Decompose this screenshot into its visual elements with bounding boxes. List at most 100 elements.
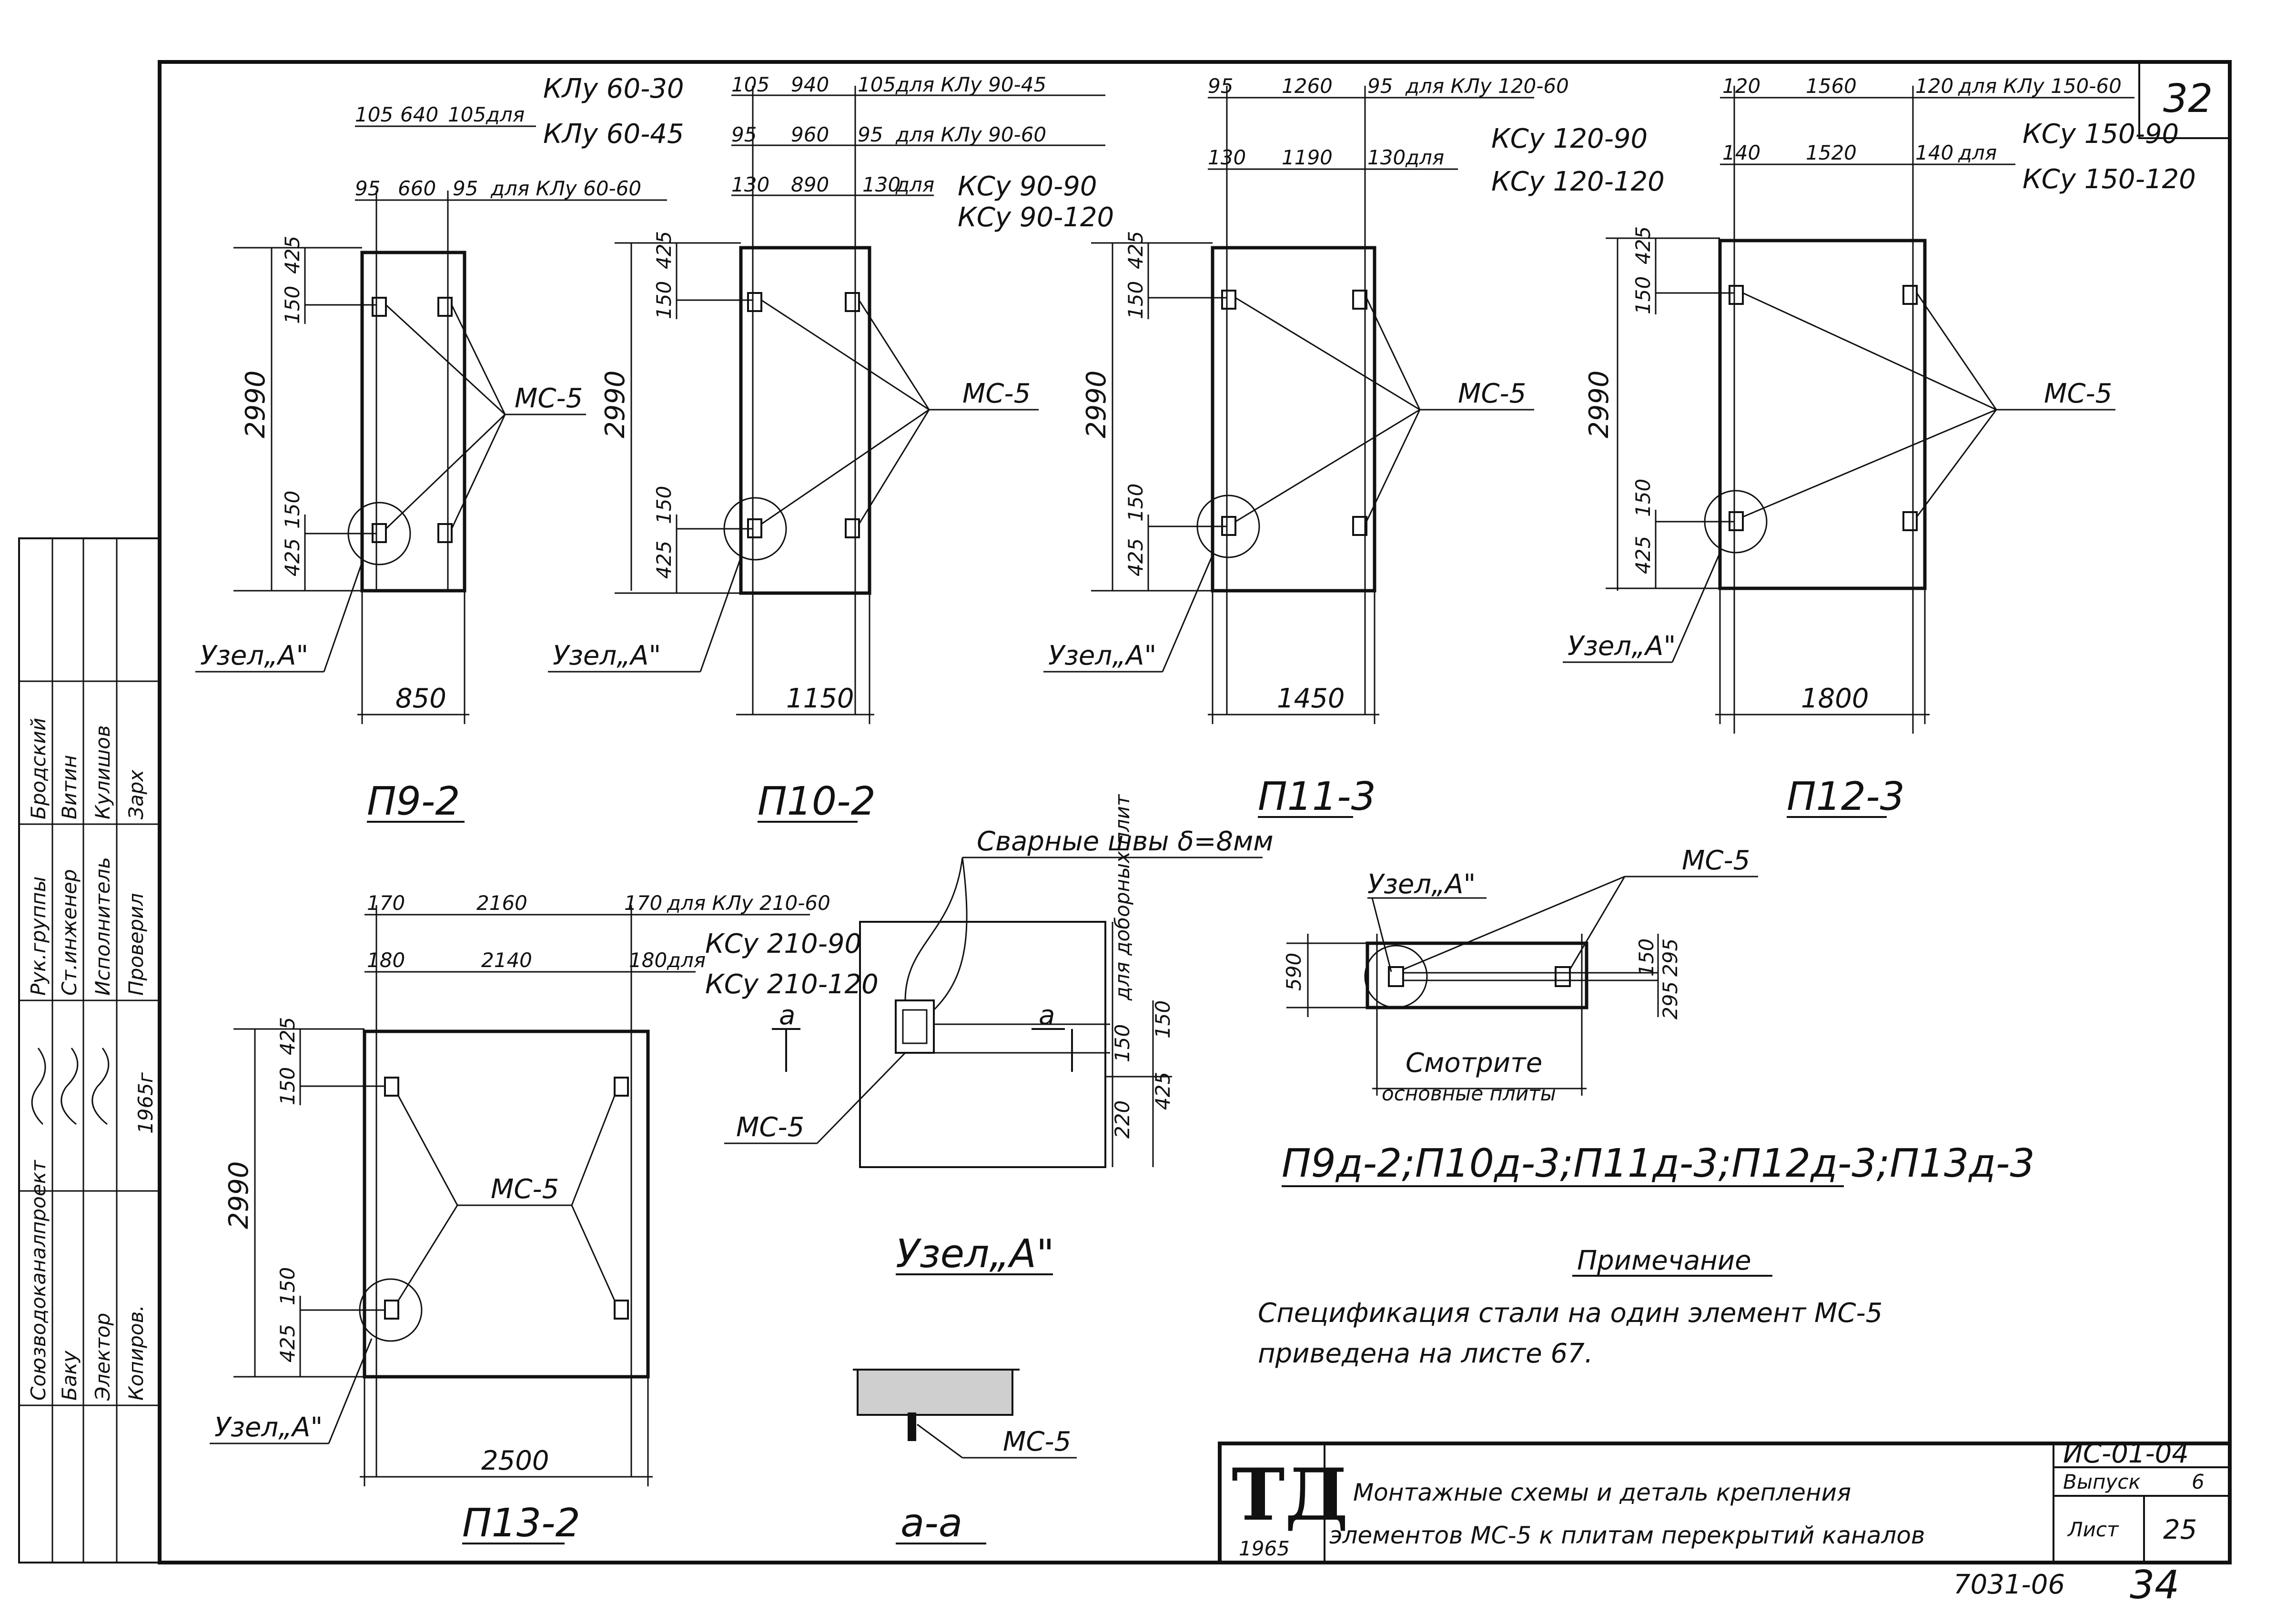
- plan-name: П12-3: [1787, 774, 1905, 819]
- signature-scribble: [31, 1048, 46, 1125]
- callout-mid: 1520: [1806, 141, 1857, 164]
- callout-suffix: для КЛу 120-60: [1405, 74, 1569, 98]
- dim-width: 1450: [1277, 683, 1345, 714]
- node-a-label: Узел„А": [1367, 869, 1476, 900]
- dim-bot-a: 150: [281, 491, 304, 529]
- leader-line: [385, 304, 506, 415]
- sheet-frame: [158, 60, 2232, 1564]
- leader-line: [1569, 876, 1626, 970]
- node-title: Узел„А": [896, 1231, 1054, 1277]
- dim-width: 1800: [1801, 683, 1869, 714]
- dim-bot-a: 150: [1124, 484, 1147, 522]
- callout-a: 130: [731, 173, 769, 196]
- callout-b: 180: [629, 948, 667, 972]
- ms5-label: МС-5: [515, 383, 583, 414]
- plan-name: П11-3: [1258, 774, 1376, 819]
- dim-top-a: 425: [1631, 226, 1655, 264]
- dim-bot-b: 425: [276, 1324, 299, 1362]
- callout-mid: 1190: [1282, 146, 1333, 169]
- leader-line: [1916, 293, 1997, 410]
- leader-line: [451, 414, 506, 529]
- ms5-part-inner: [902, 1009, 928, 1044]
- leader-line: [385, 414, 506, 530]
- plan-name: П9-2: [367, 779, 460, 824]
- note-block: Примечание Спецификация стали на один эл…: [1258, 1245, 1882, 1369]
- callout-a: 170: [367, 891, 405, 915]
- dim-top-a: 425: [276, 1017, 299, 1055]
- callout-type: КСу 150-90: [2023, 119, 2179, 150]
- callout-b: 120: [1915, 74, 1953, 98]
- embed-part-icon: [384, 1300, 399, 1320]
- side-stamp-frame: [18, 537, 161, 1563]
- dim-height: 2990: [600, 370, 631, 438]
- stamp-org: Копиров.: [124, 1305, 148, 1401]
- callout-mid: 2140: [481, 948, 532, 972]
- logo-td: ТД: [1232, 1453, 1348, 1537]
- stamp-role: Рук.группы: [27, 876, 50, 996]
- callout-mid: 890: [791, 173, 829, 196]
- stamp-role: Исполнитель: [91, 857, 114, 996]
- dim-top-b: 150: [652, 281, 676, 319]
- callout-a: 95: [731, 123, 757, 146]
- node-a-label: Узел„А": [200, 640, 308, 671]
- callout-mid: 2160: [476, 891, 527, 915]
- callout-suffix: для КЛу 60-60: [490, 177, 641, 200]
- embed-part-icon: [845, 518, 860, 538]
- ms5-label: МС-5: [962, 378, 1031, 409]
- node-a-label: Узел„А": [214, 1412, 323, 1443]
- see-main-label: Смотрите: [1406, 1048, 1542, 1079]
- callout-a: 120: [1722, 74, 1760, 98]
- sheet-number-bottom: 34: [2130, 1563, 2179, 1608]
- ms5-label: МС-5: [491, 1174, 559, 1205]
- callout-suffix: для: [895, 173, 934, 196]
- callout-b: 140: [1915, 141, 1953, 164]
- stamp-name: Бродский: [27, 718, 50, 819]
- for-extra-label: для доборных плит: [1111, 794, 1134, 1001]
- stamp-org: Электор: [91, 1313, 114, 1401]
- callout-b: 95: [858, 123, 883, 146]
- ms5-label: МС-5: [736, 1112, 804, 1143]
- plan-name: П10-2: [758, 779, 876, 824]
- callout-a: 95: [355, 177, 380, 200]
- plate-outline: [739, 246, 871, 595]
- ms5-label: МС-5: [1003, 1426, 1071, 1457]
- callout-mid: 960: [791, 123, 829, 146]
- section-hatch: [857, 1369, 1013, 1416]
- dim-top-b: 150: [1631, 276, 1655, 314]
- ms5-label: МС-5: [2044, 378, 2112, 409]
- extra-dim-295a: 295: [1659, 938, 1682, 977]
- dim-top-b: 150: [276, 1067, 299, 1105]
- callout-type: КСу 210-90: [705, 928, 861, 959]
- ms5-part-section: [908, 1412, 916, 1441]
- sheet-label: Лист: [2067, 1518, 2119, 1541]
- sheet-number-box: [2138, 61, 2231, 139]
- node-dim-425: 425: [1151, 1072, 1174, 1110]
- issue-value: 6: [2192, 1470, 2205, 1493]
- leader-line: [1235, 297, 1420, 411]
- callout-suffix: для: [486, 103, 525, 126]
- leader-line: [397, 1095, 458, 1206]
- node-circle: [1364, 945, 1428, 1009]
- doc-code: ИС-01-04: [2063, 1438, 2189, 1469]
- title-block: ТД 1965 Монтажные схемы и деталь креплен…: [1218, 1438, 2232, 1564]
- callout-b: 105: [858, 73, 896, 96]
- leader-line: [397, 1205, 458, 1301]
- section-mark-left: а: [779, 1000, 795, 1031]
- callout-b: 130: [862, 173, 900, 196]
- node-leader: [1671, 552, 1721, 663]
- callout-a: 105: [731, 73, 769, 96]
- callout-suffix: для: [1958, 141, 1997, 164]
- embed-part-icon: [845, 292, 860, 312]
- callout-type: КСу 120-90: [1491, 123, 1648, 154]
- callout-type: КСу 210-120: [705, 969, 879, 1000]
- code-bottom: 7031-06: [1953, 1569, 2065, 1600]
- stamp-org: Баку: [58, 1350, 81, 1401]
- embed-part-icon: [384, 1077, 399, 1097]
- node-leader: [328, 1338, 373, 1444]
- stamp-role: Ст.инженер: [58, 869, 81, 996]
- sheet-value: 25: [2163, 1514, 2197, 1545]
- embed-part-icon: [614, 1300, 629, 1320]
- embed-part-icon: [1388, 966, 1404, 987]
- node-leader: [1162, 555, 1214, 672]
- plan-p11-3: МС-5 2990 425 150 150 425 1450 Узел„А" 9…: [1043, 74, 1665, 819]
